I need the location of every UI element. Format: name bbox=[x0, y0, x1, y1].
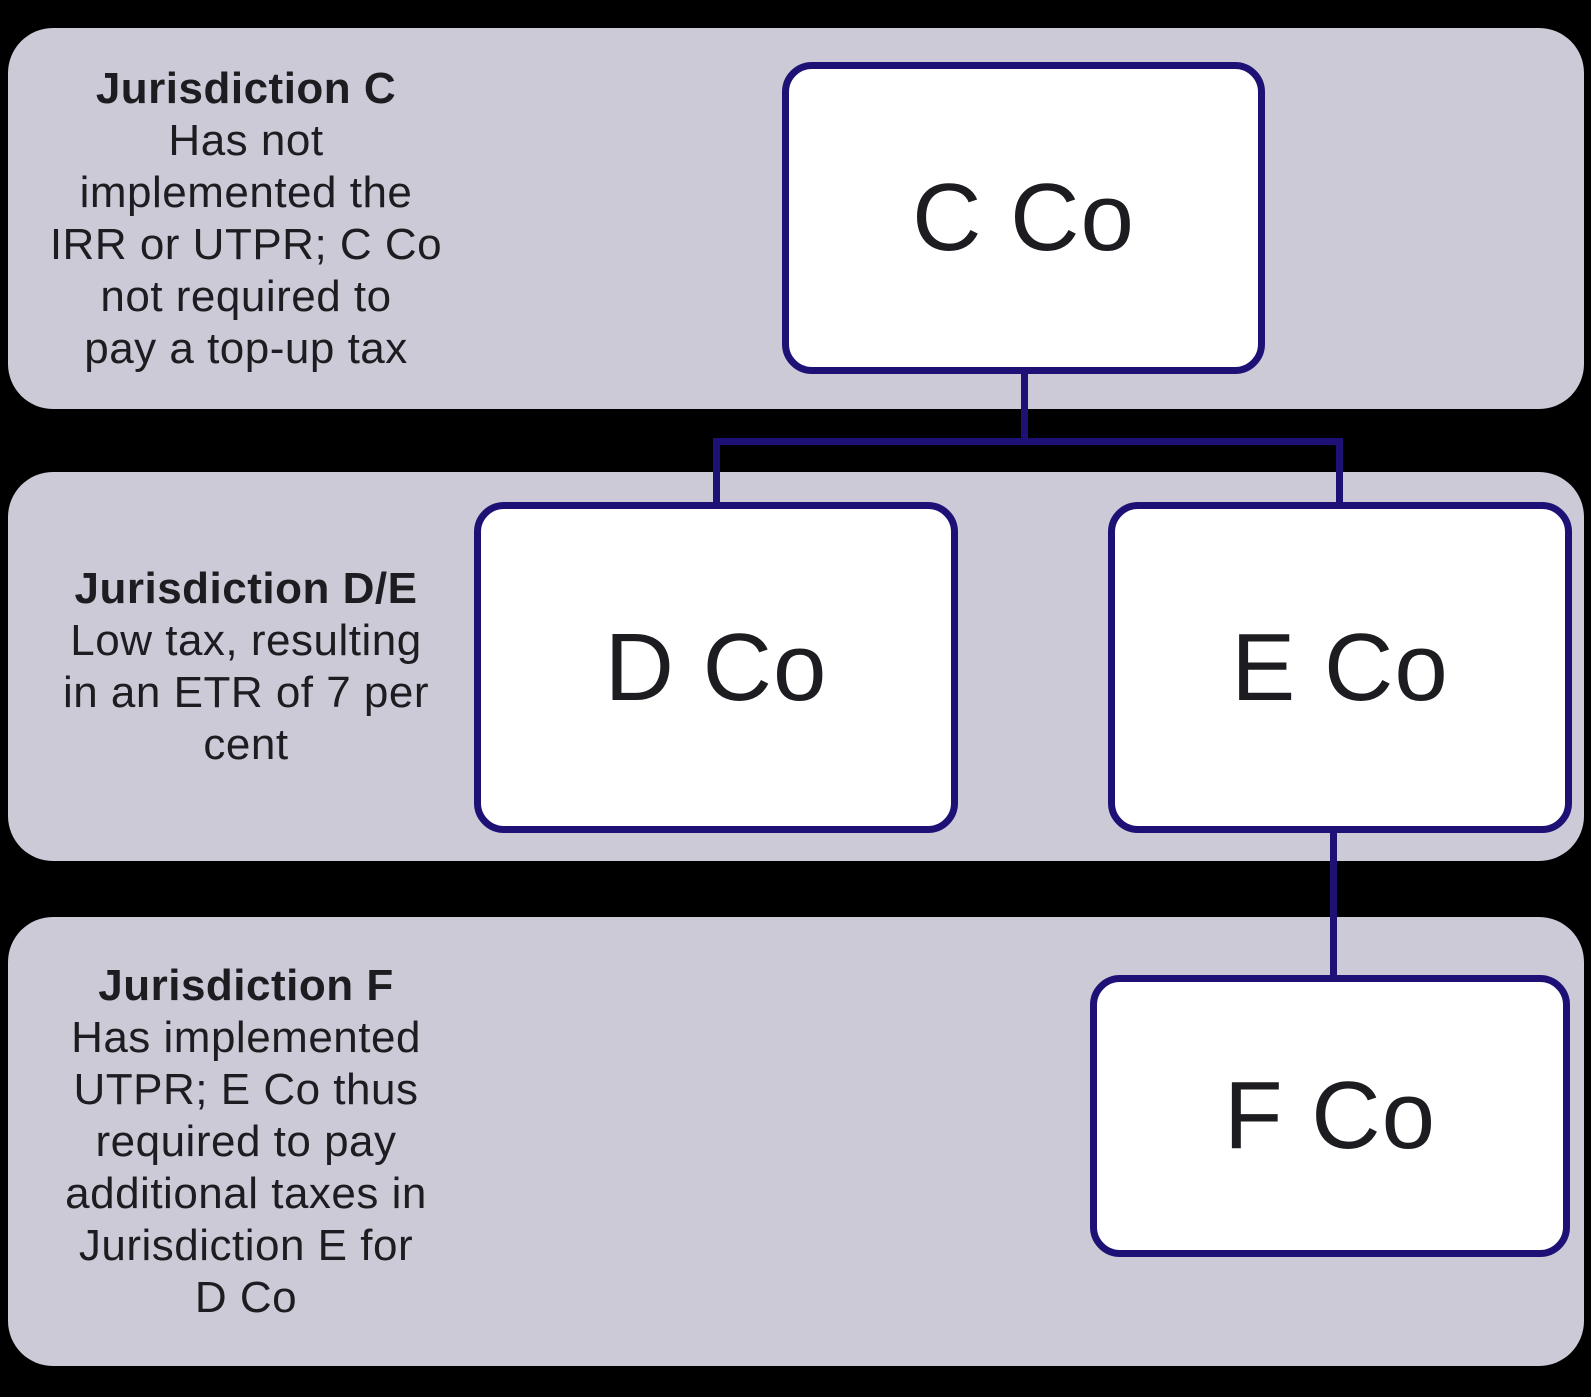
band-body-line: cent bbox=[203, 719, 289, 769]
band-body-line: D Co bbox=[194, 1272, 298, 1322]
band-body-line: Has implemented bbox=[71, 1012, 421, 1062]
band-text-block: Jurisdiction F Has implemented UTPR; E C… bbox=[20, 960, 472, 1324]
connector-dco-drop bbox=[713, 438, 720, 506]
band-body-line: additional taxes in bbox=[65, 1168, 427, 1218]
node-e-co: E Co bbox=[1108, 502, 1572, 833]
band-body-line: Low tax, resulting bbox=[70, 615, 422, 665]
connector-cco-stem bbox=[1021, 370, 1028, 445]
node-label: D Co bbox=[604, 613, 828, 721]
node-label: F Co bbox=[1223, 1062, 1437, 1169]
band-body-line: required to pay bbox=[95, 1116, 397, 1166]
band-body-line: implemented the bbox=[79, 167, 413, 217]
connector-horizontal-de bbox=[713, 438, 1343, 445]
node-label: E Co bbox=[1231, 613, 1449, 721]
connector-eco-drop bbox=[1336, 438, 1343, 506]
band-body-line: UTPR; E Co thus bbox=[73, 1064, 419, 1114]
connector-eco-fco bbox=[1330, 828, 1337, 978]
node-c-co: C Co bbox=[782, 62, 1265, 374]
band-body-line: not required to bbox=[100, 271, 392, 321]
band-body-line: IRR or UTPR; C Co bbox=[49, 219, 443, 269]
band-heading: Jurisdiction C bbox=[95, 63, 397, 113]
band-heading: Jurisdiction D/E bbox=[74, 563, 418, 613]
band-body-line: pay a top-up tax bbox=[84, 323, 408, 373]
band-text-block: Jurisdiction C Has not implemented the I… bbox=[20, 63, 472, 375]
band-body-line: Jurisdiction E for bbox=[78, 1220, 414, 1270]
band-text-block: Jurisdiction D/E Low tax, resulting in a… bbox=[20, 563, 472, 771]
node-label: C Co bbox=[912, 164, 1135, 271]
node-d-co: D Co bbox=[474, 502, 958, 833]
band-heading: Jurisdiction F bbox=[98, 960, 394, 1010]
node-f-co: F Co bbox=[1090, 975, 1570, 1257]
band-body-line: Has not bbox=[168, 115, 324, 165]
band-body-line: in an ETR of 7 per bbox=[62, 667, 430, 717]
